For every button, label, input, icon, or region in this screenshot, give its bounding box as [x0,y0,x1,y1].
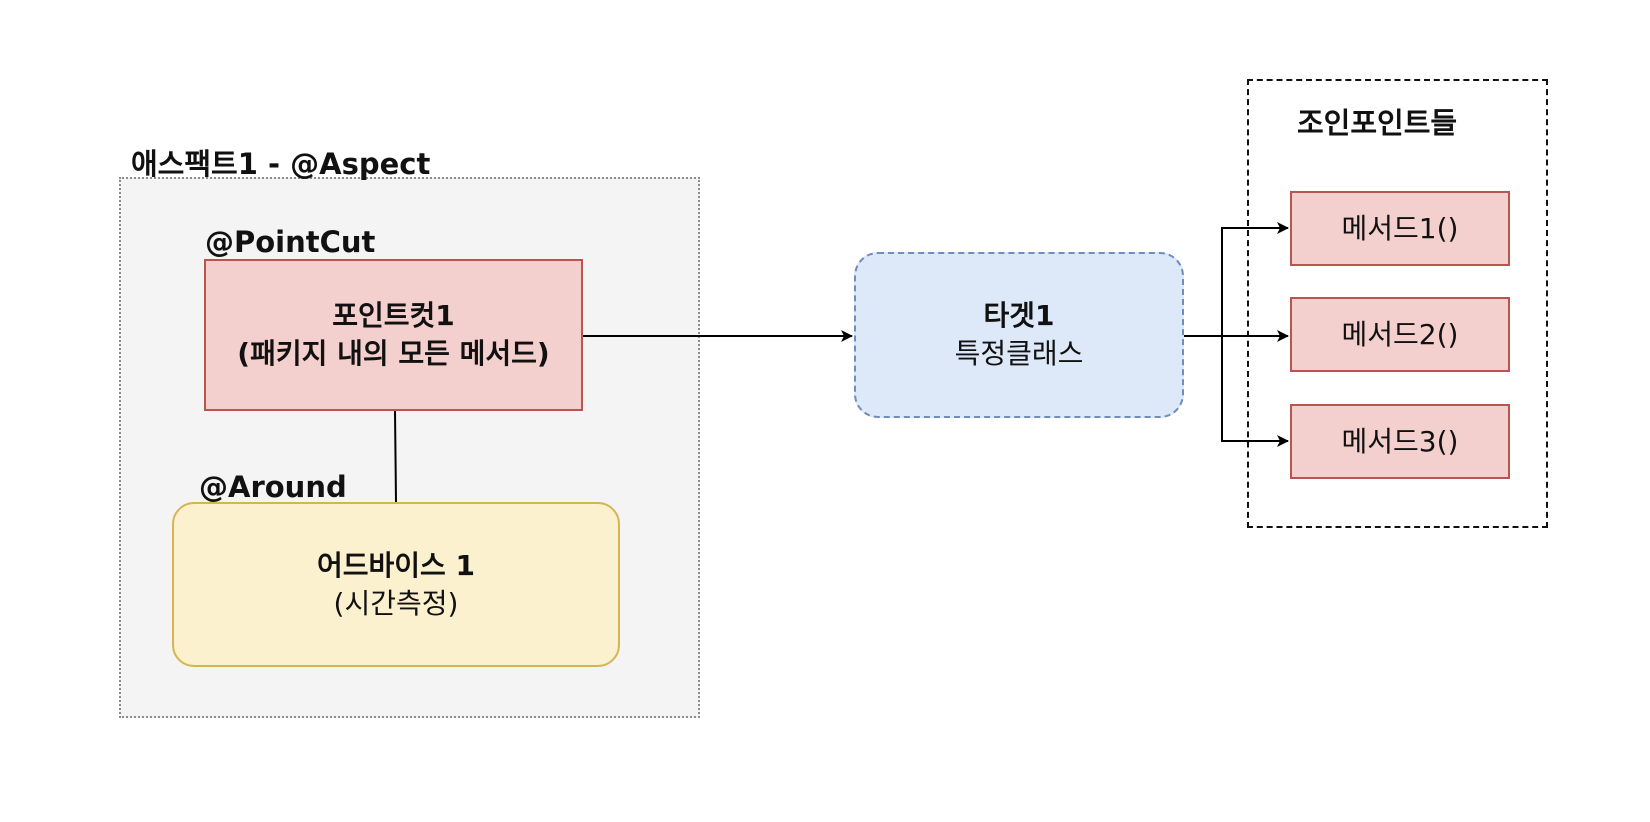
target-node[interactable]: 타겟1 특정클래스 [854,252,1184,418]
method-label-1: 메서드1() [1341,211,1459,245]
method-node-3[interactable]: 메서드3() [1290,404,1510,479]
advice-title: 어드바이스 1 [316,548,476,582]
method-node-2[interactable]: 메서드2() [1290,297,1510,372]
method-label-2: 메서드2() [1341,317,1459,351]
aspect-title: 애스팩트1 - @Aspect [131,147,431,181]
joinpoints-title: 조인포인트들 [1297,106,1458,140]
advice-node[interactable]: 어드바이스 1 (시간측정) [172,502,620,667]
around-annotation-label: @Around [199,470,347,504]
advice-description: (시간측정) [333,586,459,620]
method-label-3: 메서드3() [1341,424,1459,458]
target-description: 특정클래스 [954,337,1084,370]
target-title: 타겟1 [983,299,1055,333]
method-node-1[interactable]: 메서드1() [1290,191,1510,266]
pointcut-title: 포인트컷1 [332,299,455,333]
pointcut-node[interactable]: 포인트컷1 (패키지 내의 모든 메서드) [204,259,583,411]
pointcut-annotation-label: @PointCut [205,225,376,259]
pointcut-description: (패키지 내의 모든 메서드) [237,337,550,370]
